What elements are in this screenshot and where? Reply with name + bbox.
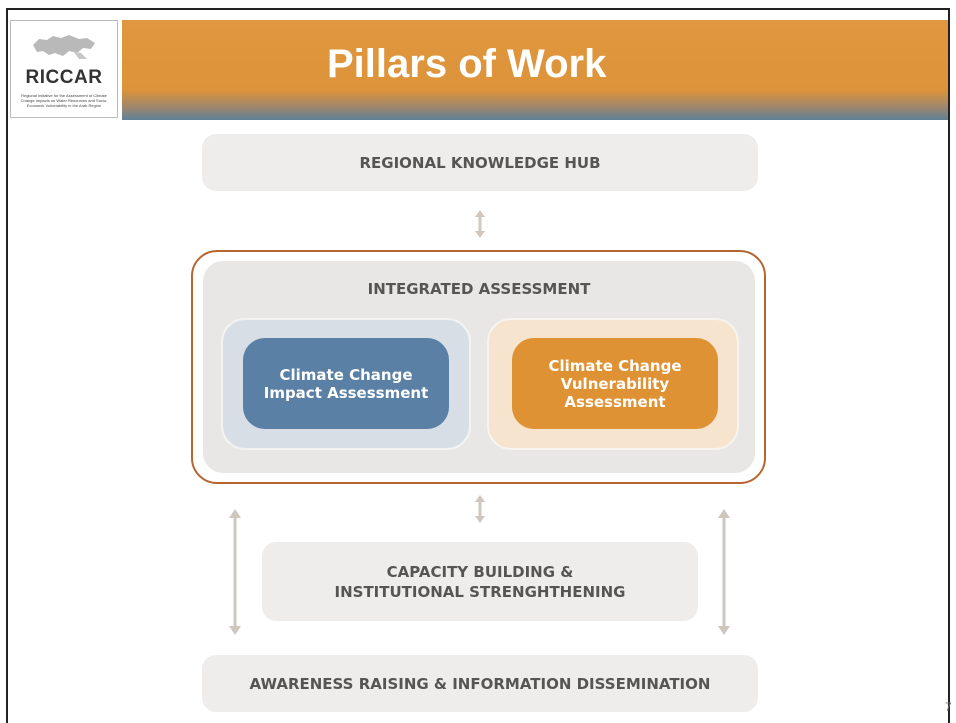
logo-tagline: Regional Initiative for the Assessment o… [20, 93, 108, 108]
logo-name: RICCAR [25, 67, 103, 88]
slide-frame [6, 8, 950, 723]
vuln-line-2: Vulnerability [560, 374, 670, 393]
vulnerability-assessment-box: Climate Change Vulnerability Assessment [512, 338, 718, 429]
double-arrow-icon [475, 210, 485, 238]
page-number: 7 [945, 700, 952, 714]
awareness-raising: AWARENESS RAISING & INFORMATION DISSEMIN… [202, 655, 758, 712]
integrated-assessment-outline [191, 250, 766, 484]
capacity-line-1: CAPACITY BUILDING & [386, 562, 574, 581]
capacity-building: CAPACITY BUILDING & INSTITUTIONAL STRENG… [262, 542, 698, 621]
impact-assessment-box: Climate Change Impact Assessment [243, 338, 449, 429]
left-vertical-double-arrow-icon [229, 509, 241, 635]
vuln-line-1: Climate Change [548, 356, 682, 375]
hub-label: REGIONAL KNOWLEDGE HUB [359, 153, 601, 172]
riccar-logo: RICCAR Regional Initiative for the Asses… [10, 20, 118, 118]
slide-title: Pillars of Work [327, 42, 607, 86]
impact-line-2: Impact Assessment [263, 383, 429, 402]
impact-line-1: Climate Change [279, 365, 413, 384]
capacity-line-2: INSTITUTIONAL STRENGHTHENING [334, 582, 626, 601]
regional-knowledge-hub: REGIONAL KNOWLEDGE HUB [202, 134, 758, 191]
right-vertical-double-arrow-icon [718, 509, 730, 635]
arab-region-map-icon [33, 35, 95, 59]
integrated-assessment-title: INTEGRATED ASSESSMENT [367, 280, 591, 298]
title-bar: Pillars of Work [122, 20, 948, 120]
vuln-line-3: Assessment [564, 392, 666, 411]
awareness-label: AWARENESS RAISING & INFORMATION DISSEMIN… [249, 674, 711, 693]
double-arrow-icon [475, 495, 485, 523]
